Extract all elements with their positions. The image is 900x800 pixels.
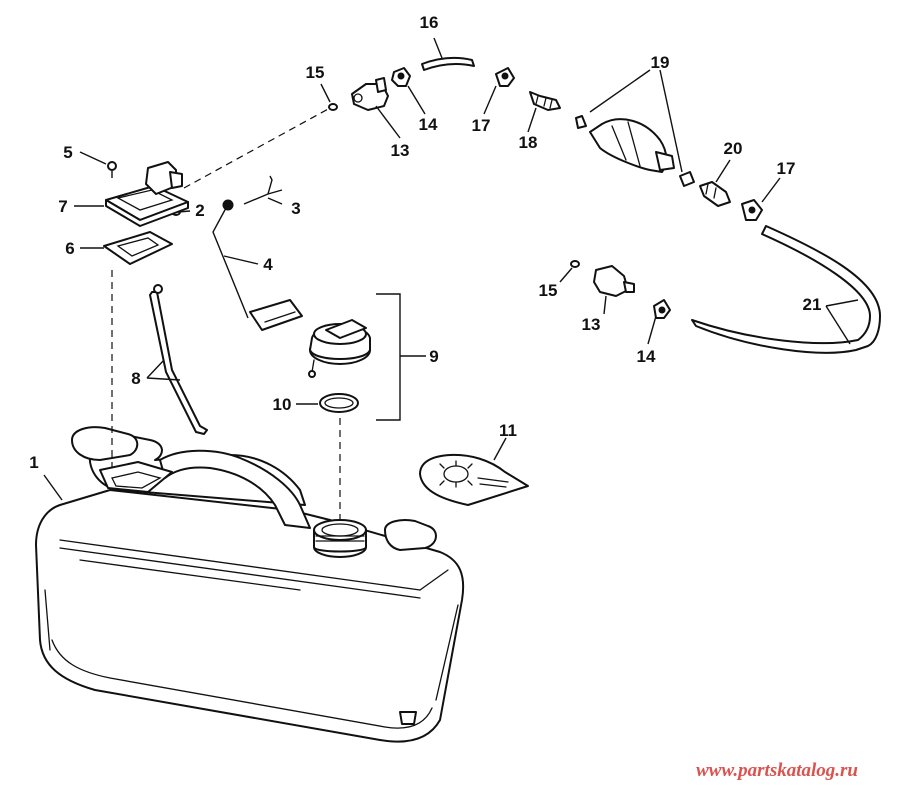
callout-4: 4 [263,255,273,274]
callout-1: 1 [29,453,38,472]
callout-15-upper: 15 [306,63,325,82]
part-o-ring-upper [328,103,338,111]
part-decal [419,453,529,506]
part-fuel-connector-lower [593,265,635,297]
callout-14-upper: 14 [419,115,438,134]
callout-13-lower: 13 [582,315,601,334]
callout-16: 16 [420,13,439,32]
callout-21: 21 [803,295,822,314]
part-cap-gasket [319,393,359,413]
part-fuel-tank [35,426,465,743]
part-pickup-tube [149,284,208,435]
callout-18: 18 [519,133,538,152]
part-screw [107,161,117,178]
part-fuel-connector-upper [351,77,389,111]
callout-2: 2 [195,201,204,220]
part-hose-short [421,56,475,71]
callout-15-lower: 15 [539,281,558,300]
callout-17-right: 17 [777,159,796,178]
callout-19: 19 [651,53,670,72]
callout-14-lower: 14 [637,347,656,366]
part-o-ring-lower [570,260,580,268]
callout-10: 10 [273,395,292,414]
callout-13-upper: 13 [391,141,410,160]
callout-17-upper: 17 [472,116,491,135]
callout-11: 11 [499,421,517,440]
part-inline-connector [699,181,731,207]
callout-3: 3 [291,199,300,218]
part-gasket [103,231,173,265]
part-clamp-upper [391,67,411,87]
part-float-arm [212,199,303,331]
part-primer-bulb [575,115,695,187]
callout-labels: 1 2 3 4 5 6 7 8 9 10 11 13 14 15 16 17 1… [29,13,821,472]
part-clamp-lower [653,299,671,319]
watermark-text: www.partskatalog.ru [696,760,858,781]
part-fuel-line-hose [691,225,881,354]
callout-5: 5 [63,143,72,162]
callout-6: 6 [65,239,74,258]
part-clamp-17-upper [495,67,515,87]
callout-7: 7 [58,197,67,216]
callout-9: 9 [429,347,438,366]
callout-8: 8 [131,369,140,388]
part-sender-plate [105,161,189,227]
part-hose-fitting [529,91,561,111]
part-fuel-cap [308,319,371,378]
assembly-lines [111,107,341,522]
part-clip [243,175,283,205]
leader-lines [43,37,859,501]
callout-20: 20 [724,139,743,158]
part-clamp-17-right [741,199,763,221]
